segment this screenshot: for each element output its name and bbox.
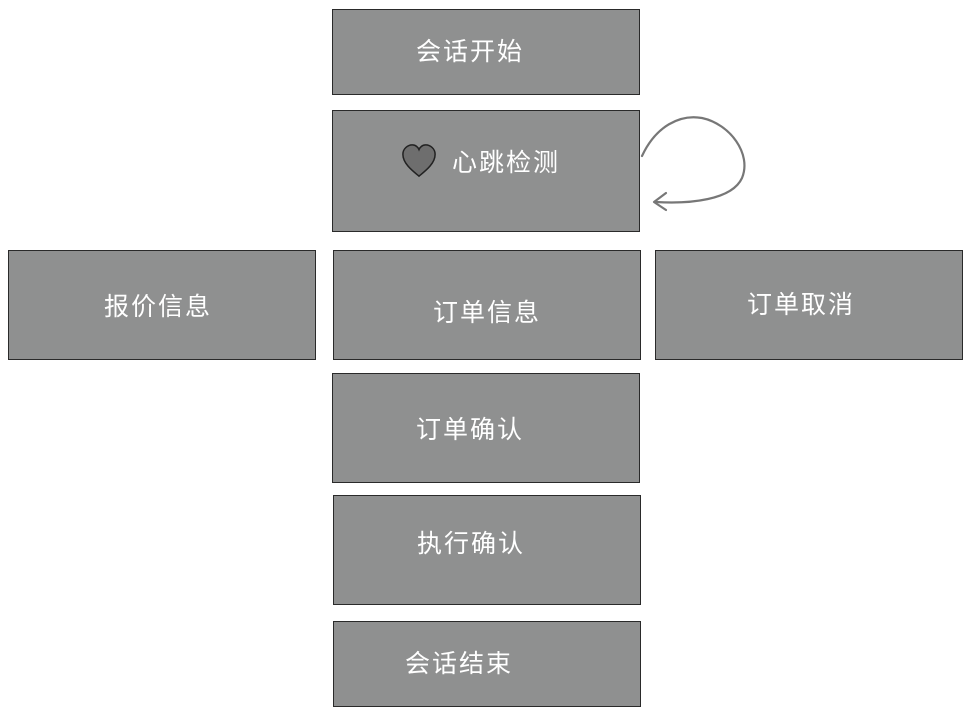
order-confirm-box: 订单确认 [332, 373, 640, 483]
heartbeat-label: 心跳检测 [451, 148, 560, 177]
quote-info-label: 报价信息 [103, 292, 212, 321]
heart-icon [402, 144, 436, 178]
session-end-box: 会话结束 [333, 621, 641, 707]
session-start-label: 会话开始 [415, 37, 524, 66]
order-info-box: 订单信息 [333, 250, 641, 360]
order-info-label: 订单信息 [432, 298, 541, 327]
loop-arrow-icon [640, 116, 746, 212]
quote-info-box: 报价信息 [8, 250, 316, 360]
session-end-label: 会话结束 [404, 649, 513, 678]
order-cancel-box: 订单取消 [655, 250, 963, 360]
order-confirm-label: 订单确认 [415, 415, 524, 444]
order-cancel-label: 订单取消 [746, 290, 855, 319]
session-start-box: 会话开始 [332, 9, 640, 95]
execution-confirm-box: 执行确认 [333, 495, 641, 605]
heartbeat-content: 心跳检测 [400, 143, 560, 179]
execution-confirm-label: 执行确认 [416, 529, 525, 558]
heartbeat-box: 心跳检测 [332, 110, 640, 232]
